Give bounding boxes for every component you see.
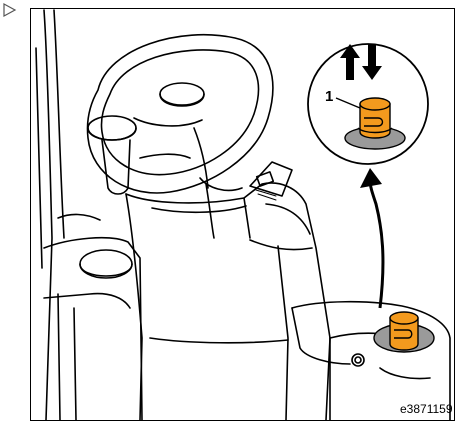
callout-number: 1 (325, 88, 333, 105)
bullet-triangle-icon (2, 2, 18, 18)
driver-cab-illustration: 1 e3871159 (30, 8, 455, 421)
figure-id: e3871159 (400, 402, 453, 416)
illustration-frame: 1 e3871159 (30, 8, 455, 421)
